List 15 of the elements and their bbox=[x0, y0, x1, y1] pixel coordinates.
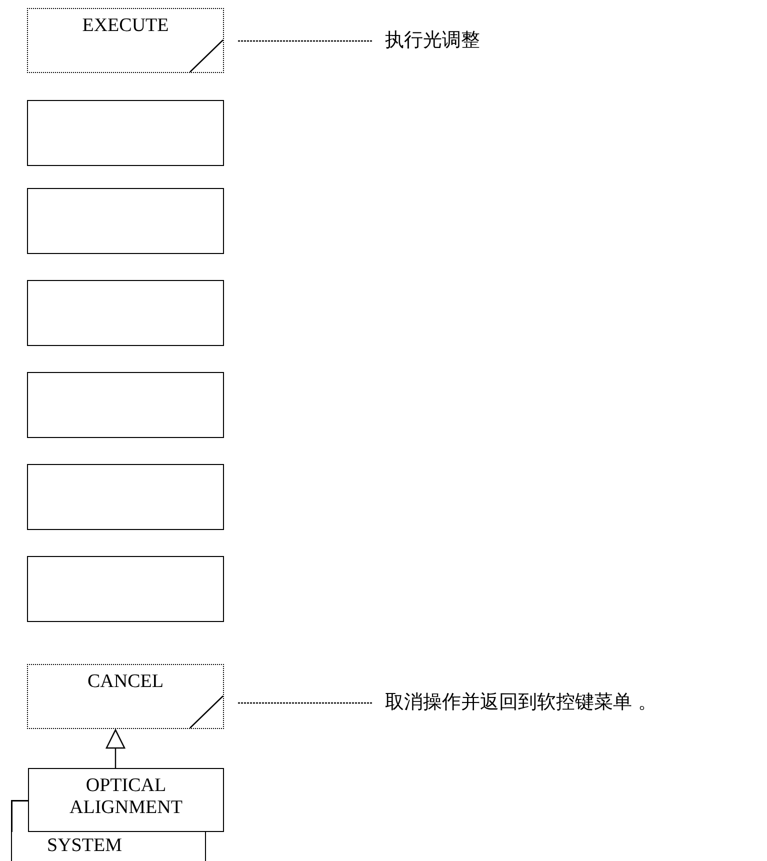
up-arrow bbox=[106, 729, 126, 768]
blank-softkey-box bbox=[27, 372, 224, 438]
leader-line bbox=[238, 702, 372, 704]
blank-softkey-box bbox=[27, 556, 224, 622]
blank-softkey-box bbox=[27, 188, 224, 254]
leader-line bbox=[238, 40, 372, 42]
softkey-box: EXECUTE bbox=[27, 8, 224, 73]
blank-softkey-box bbox=[27, 280, 224, 346]
softkey-box: SYSTEM bbox=[11, 832, 206, 861]
description-text: 执行光调整 bbox=[385, 28, 480, 52]
description-text: 取消操作并返回到软控键菜单 。 bbox=[385, 690, 658, 714]
blank-softkey-box bbox=[27, 100, 224, 166]
blank-softkey-box bbox=[27, 464, 224, 530]
softkey-box: OPTICAL ALIGNMENT bbox=[28, 768, 224, 832]
softkey-box: CANCEL bbox=[27, 664, 224, 729]
